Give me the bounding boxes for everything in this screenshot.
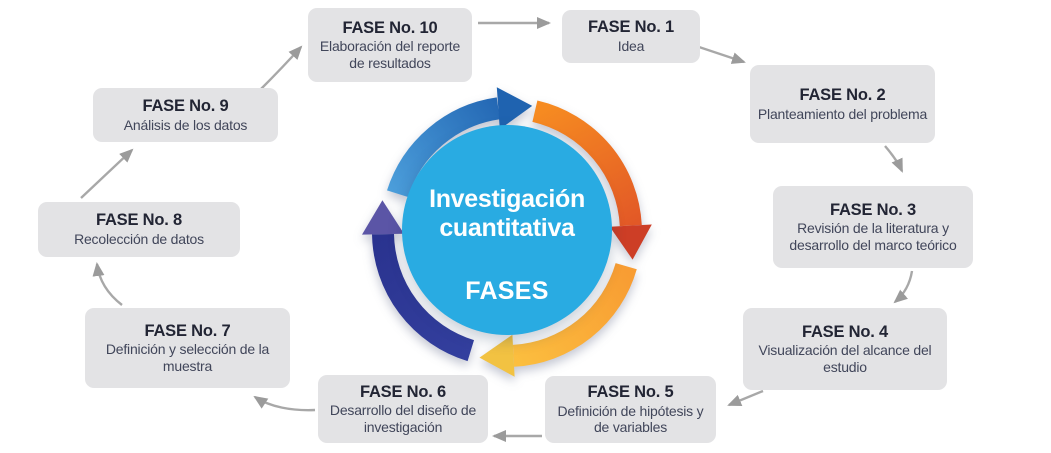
ring-arrowhead-blue [496, 87, 533, 130]
ring-arrowhead-red [609, 224, 652, 260]
phase-box-8: FASE No. 8 Recolección de datos [38, 202, 240, 257]
phase-box-6: FASE No. 6 Desarrollo del diseño de inve… [318, 375, 488, 443]
phase-description: Visualización del alcance del estudio [758, 342, 932, 375]
phase-description: Desarrollo del diseño de investigación [329, 402, 477, 435]
phase-description: Definición y selección de la muestra [105, 341, 270, 374]
phase-title: FASE No. 6 [359, 382, 447, 401]
arrow-2-to-3 [884, 145, 904, 173]
ring-segment-indigo [372, 233, 475, 362]
phase-box-10: FASE No. 10 Elaboración del reporte de r… [308, 8, 472, 82]
arrow-4-to-5 [727, 389, 764, 407]
arrow-3-to-4 [893, 270, 914, 304]
phase-description: Definición de hipótesis y de variables [557, 402, 704, 436]
center-title: Investigación cuantitativa [429, 185, 585, 242]
phase-description: Elaboración del reporte de resultados [319, 38, 461, 71]
phase-box-9: FASE No. 9 Análisis de los datos [93, 88, 278, 142]
ring-segment-blue [387, 97, 501, 198]
phase-title: FASE No. 9 [142, 96, 229, 115]
phase-box-2: FASE No. 2 Planteamiento del problema [750, 65, 935, 143]
phase-description: Revisión de la literatura y desarrollo d… [789, 220, 957, 253]
phase-box-1: FASE No. 1 Idea [562, 10, 700, 63]
arrow-8-to-9 [80, 148, 134, 199]
phase-title: FASE No. 7 [144, 321, 231, 340]
arrow-7-to-8 [92, 262, 123, 306]
arrow-1-to-2 [698, 45, 746, 64]
phase-box-7: FASE No. 7 Definición y selección de la … [85, 308, 290, 388]
phase-description: Planteamiento del problema [757, 105, 928, 122]
phase-description: Idea [617, 38, 645, 55]
phase-box-4: FASE No. 4 Visualización del alcance del… [743, 308, 947, 390]
phase-title: FASE No. 5 [587, 383, 674, 402]
arrow-9-to-10 [259, 45, 303, 91]
ring-segment-yellow [512, 262, 637, 367]
phase-box-5: FASE No. 5 Definición de hipótesis y de … [545, 376, 716, 443]
connector-arrows [80, 17, 914, 442]
arrow-6-to-7 [253, 395, 316, 412]
ring-arrowhead-purple [362, 200, 404, 235]
phase-description: Recolección de datos [74, 231, 204, 248]
ring-segment-orange [532, 100, 642, 227]
center-circle: Investigación cuantitativa FASES [402, 125, 612, 335]
phase-description: Análisis de los datos [123, 116, 248, 133]
phase-title: FASE No. 10 [342, 18, 438, 37]
phase-title: FASE No. 3 [829, 200, 917, 219]
phase-title: FASE No. 1 [587, 18, 675, 37]
center-fases-label: FASES [465, 276, 549, 305]
phase-title: FASE No. 8 [95, 211, 183, 230]
phase-title: FASE No. 4 [801, 322, 889, 341]
ring-arrowhead-yellow [479, 334, 515, 377]
phase-box-3: FASE No. 3 Revisión de la literatura y d… [773, 186, 973, 268]
phase-title: FASE No. 2 [799, 85, 886, 104]
